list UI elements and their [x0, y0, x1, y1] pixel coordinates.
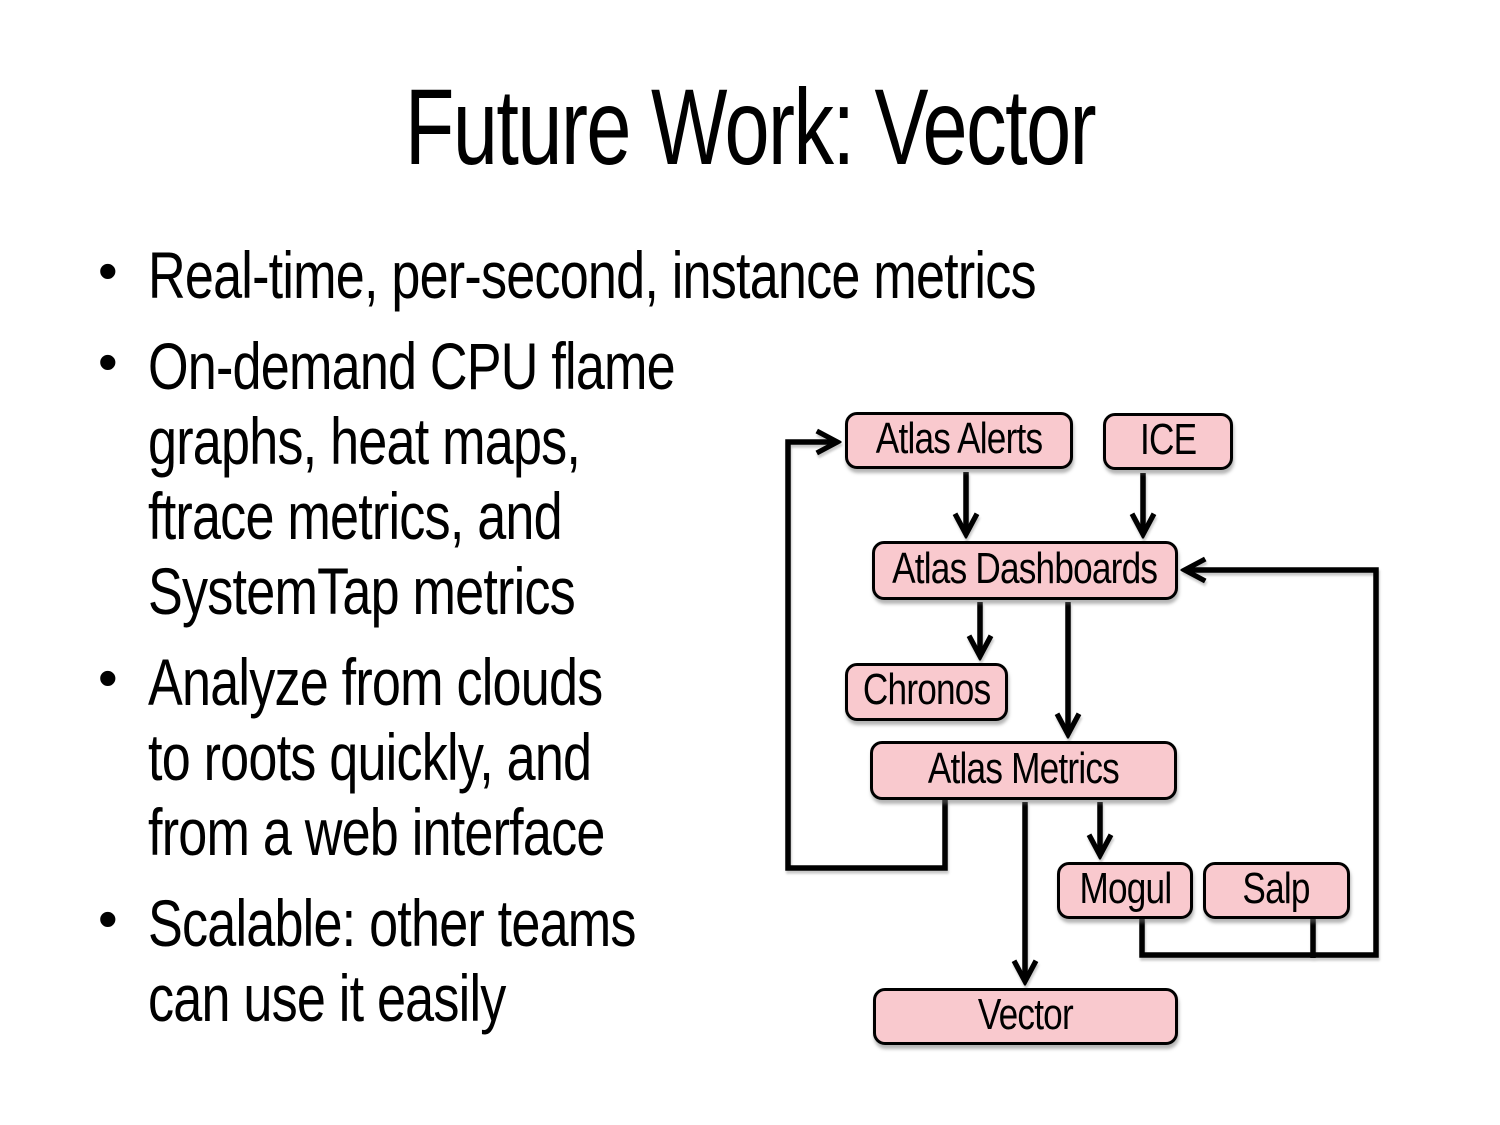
node-label: Chronos	[862, 665, 991, 714]
node-chronos: Chronos	[845, 663, 1008, 721]
bullet-dot: •	[98, 330, 118, 393]
node-atlas-metrics: Atlas Metrics	[870, 741, 1177, 800]
bullet-line: On-demand CPU flame	[148, 329, 676, 403]
node-label: ICE	[1139, 414, 1197, 464]
bullet-dot: •	[98, 887, 118, 950]
node-label: Atlas Alerts	[875, 413, 1043, 463]
node-ice: ICE	[1103, 413, 1233, 470]
edge-mogul-to-atlas-dashboards-loop	[1139, 570, 1379, 958]
node-label: Atlas Dashboards	[892, 543, 1158, 593]
node-vector: Vector	[873, 988, 1178, 1045]
bullet-list: • Real-time, per-second, instance metric…	[88, 238, 1388, 1052]
bullet-dot: •	[98, 646, 118, 709]
bullet-line: Scalable: other teams	[148, 886, 636, 960]
bullet-line: can use it easily	[148, 961, 506, 1035]
bullet-line: to roots quickly, and	[148, 720, 592, 794]
node-label: Salp	[1242, 863, 1311, 913]
node-atlas-dashboards: Atlas Dashboards	[872, 541, 1178, 600]
bullet-dot: •	[98, 239, 118, 302]
edge-atlas-metrics-to-atlas-alerts-loop	[785, 442, 948, 871]
node-label: Mogul	[1079, 863, 1172, 913]
bullet-line: Analyze from clouds	[148, 645, 603, 719]
bullet-line: from a web interface	[148, 795, 605, 869]
bullet-line: ftrace metrics, and	[148, 479, 563, 553]
list-item: • Scalable: other teams can use it easil…	[88, 886, 1388, 1036]
list-item: • Analyze from clouds to roots quickly, …	[88, 645, 1388, 870]
list-item: • Real-time, per-second, instance metric…	[88, 238, 1388, 313]
node-mogul: Mogul	[1057, 862, 1193, 919]
node-salp: Salp	[1203, 862, 1350, 919]
node-atlas-alerts: Atlas Alerts	[845, 412, 1073, 469]
page-title: Future Work: Vector	[404, 66, 1097, 187]
bullet-line: graphs, heat maps,	[148, 404, 581, 478]
list-item: • On-demand CPU flame graphs, heat maps,…	[88, 329, 1388, 629]
node-label: Vector	[978, 989, 1074, 1039]
node-label: Atlas Metrics	[927, 743, 1120, 793]
bullet-line: Real-time, per-second, instance metrics	[148, 238, 1037, 312]
bullet-line: SystemTap metrics	[148, 554, 576, 628]
